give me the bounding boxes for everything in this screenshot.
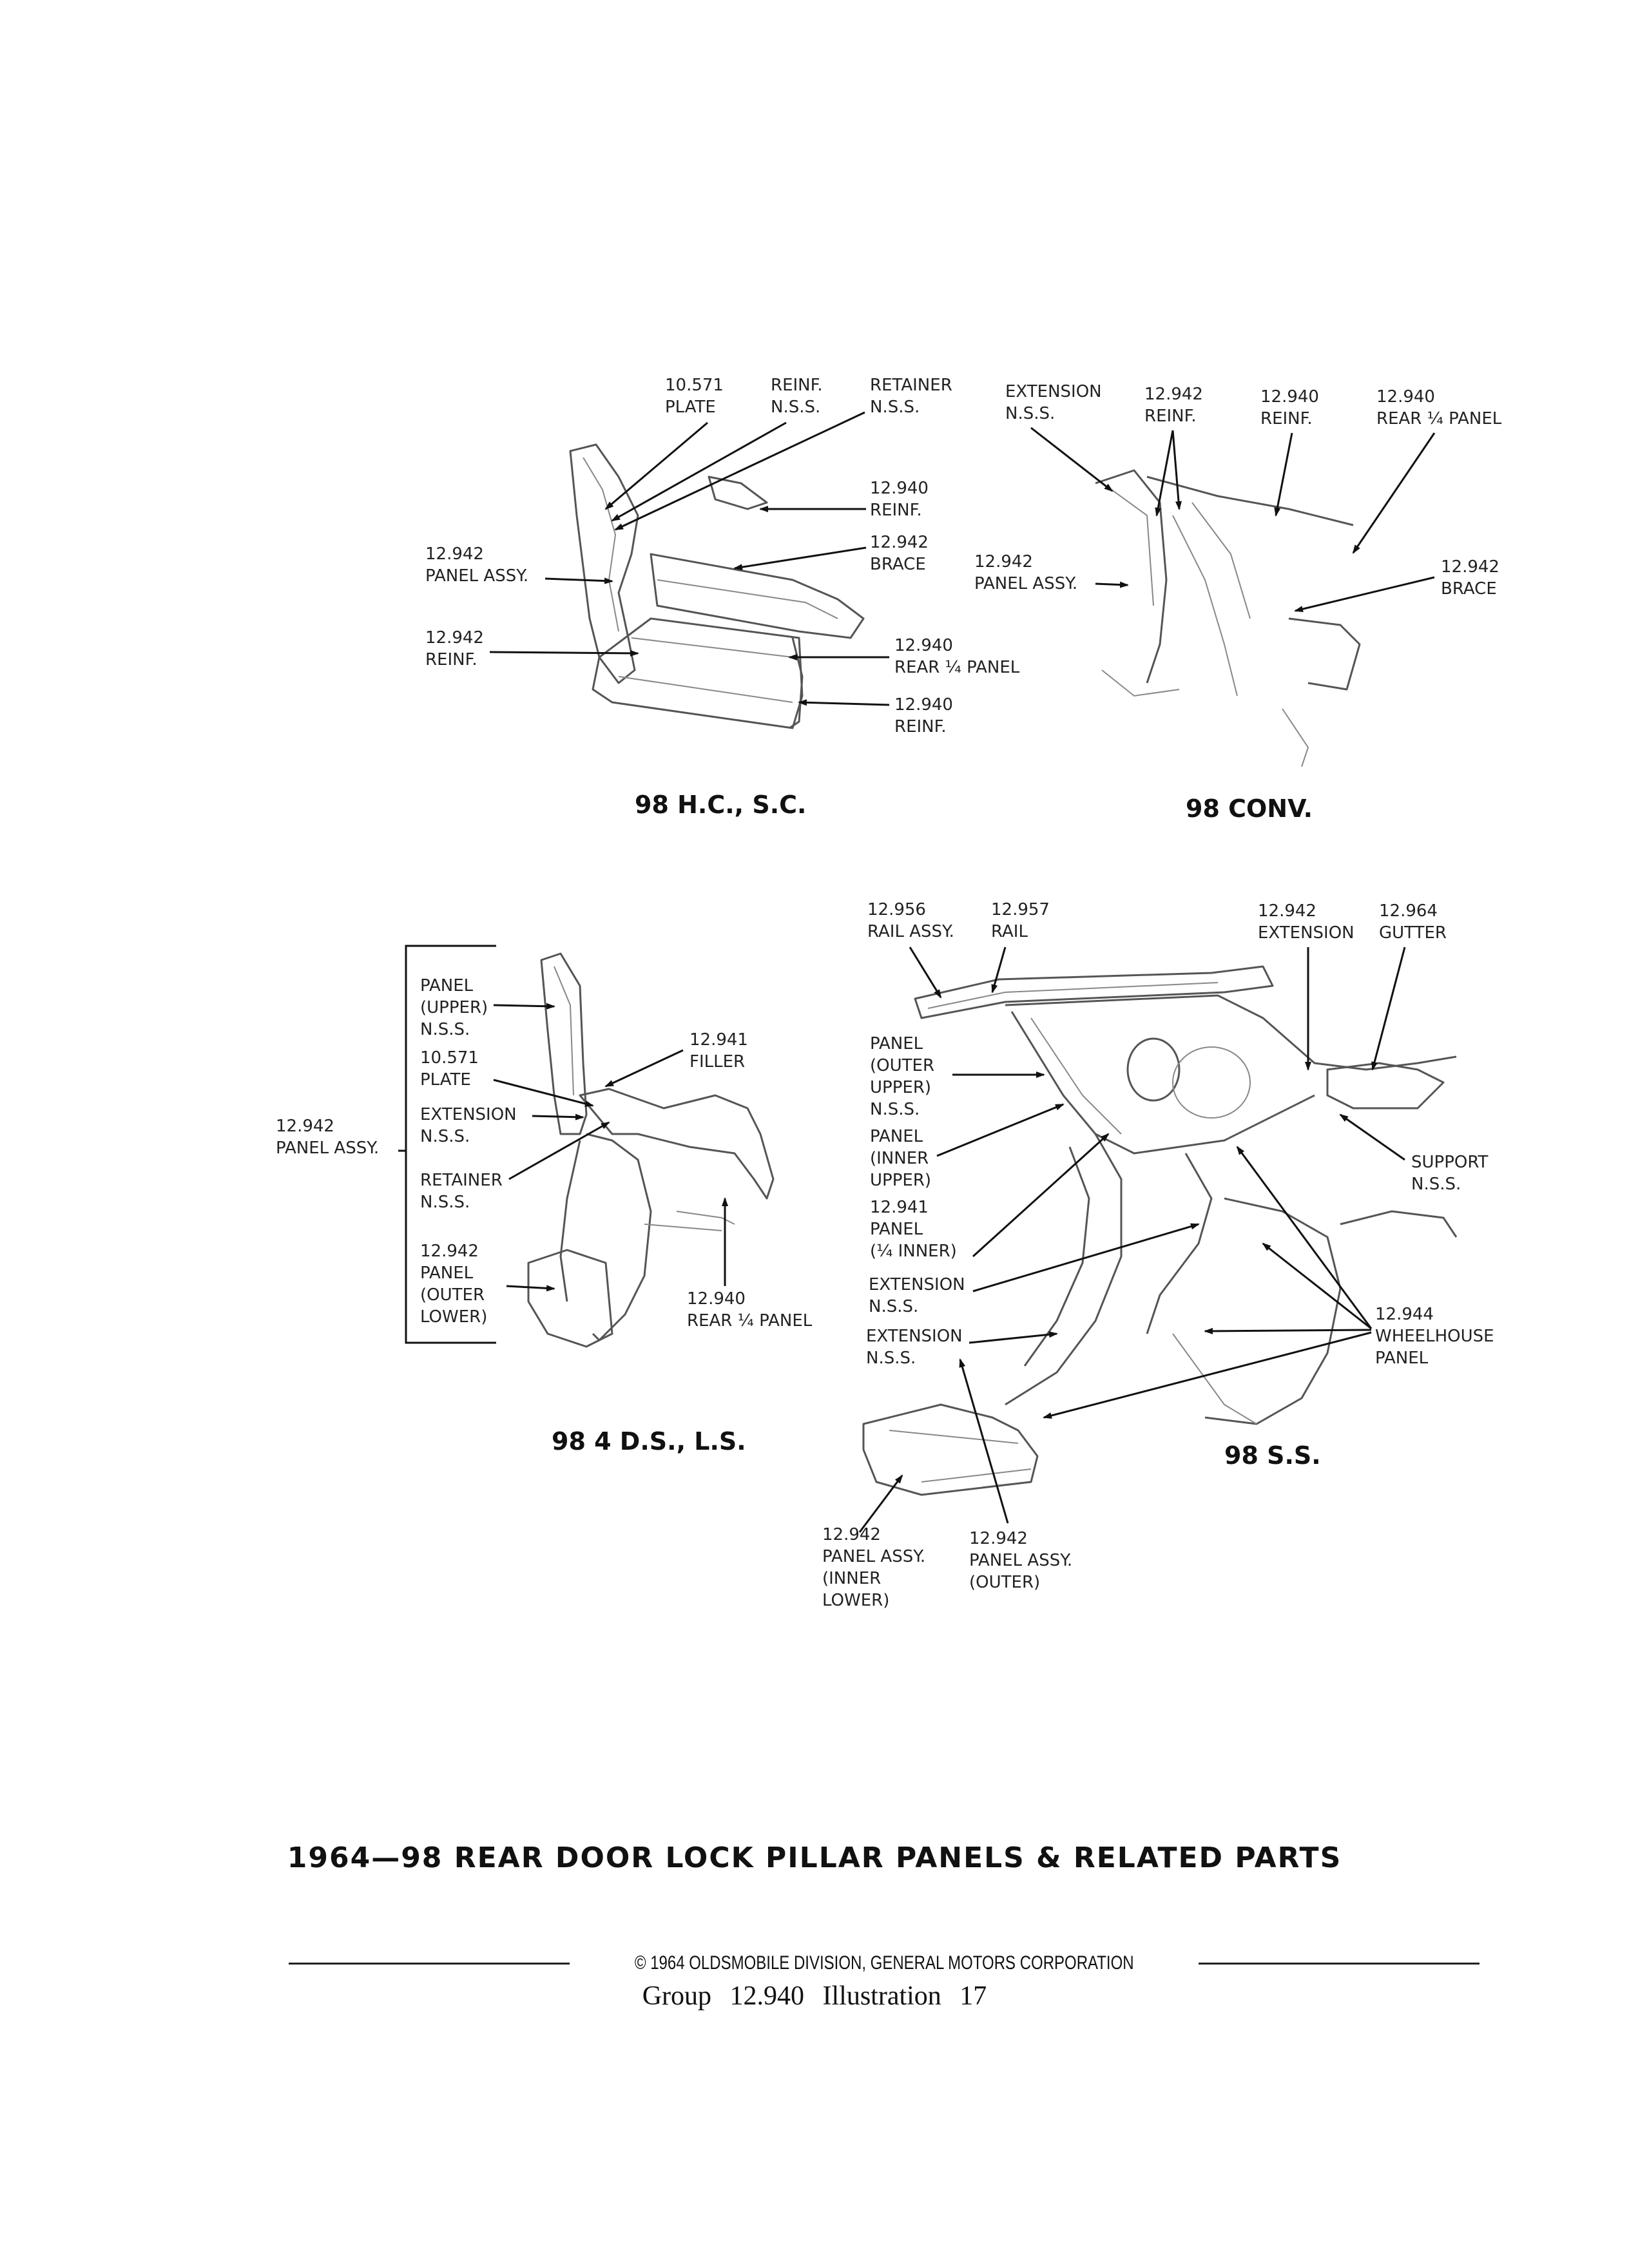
ss-assembly-drawing [862, 965, 1458, 1496]
copyright-text: © 1964 OLDSMOBILE DIVISION, GENERAL MOTO… [634, 1952, 1134, 1974]
conv-assembly-drawing [1095, 469, 1361, 767]
copyright-line: © 1964 OLDSMOBILE DIVISION, GENERAL MOTO… [289, 1952, 1480, 1974]
hc-sc-assembly-drawing [569, 443, 865, 729]
cv-leader-lines [1030, 427, 1436, 613]
label-hc-reinf-nss: REINF.N.S.S. [771, 376, 823, 417]
caption-98-conv: 98 CONV. [1186, 794, 1313, 823]
ds-ls-assembly-drawing [527, 952, 775, 1348]
ss-leader-lines [858, 947, 1406, 1533]
group-illustration-number: Group 12.940 Illustration 17 [642, 1981, 987, 2011]
copyright-rule-left [289, 1962, 570, 1965]
caption-98-4ds-ls: 98 4 D.S., L.S. [552, 1427, 746, 1456]
caption-98-hc-sc: 98 H.C., S.C. [635, 791, 806, 819]
hc-leader-lines [489, 411, 890, 706]
label-ds-panel-upper: PANEL(UPPER)N.S.S. [420, 976, 488, 1039]
ds-leader-lines [493, 1003, 728, 1292]
page-title: 1964—98 REAR DOOR LOCK PILLAR PANELS & R… [287, 1841, 1342, 1874]
copyright-rule-right [1199, 1962, 1480, 1965]
ds-panel-assy-bracket [405, 945, 496, 1344]
caption-98-ss: 98 S.S. [1224, 1441, 1321, 1470]
